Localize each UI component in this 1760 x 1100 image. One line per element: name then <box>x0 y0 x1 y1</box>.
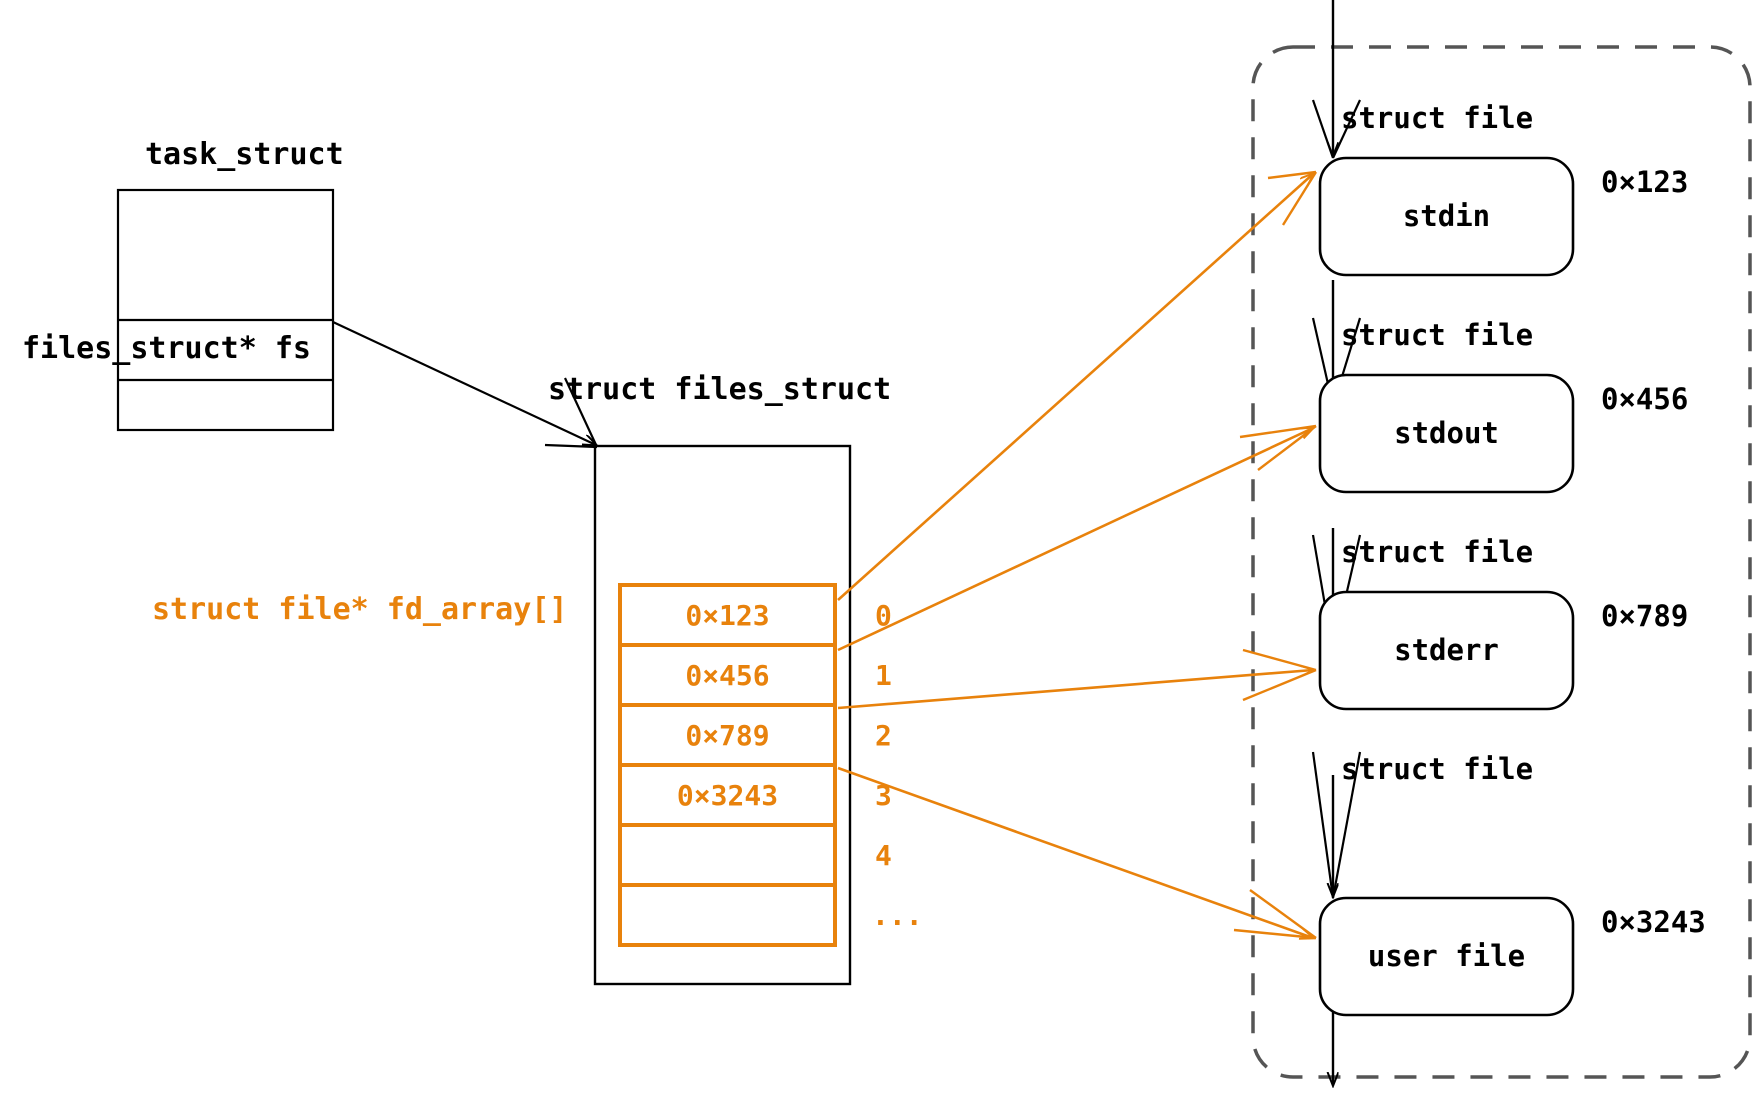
fd-array-index-1: 1 <box>875 659 892 692</box>
struct-file-address-0: 0×123 <box>1601 165 1689 199</box>
task-struct-title: task_struct <box>145 137 344 172</box>
fd-pointer-arrows <box>837 170 1318 938</box>
struct-file-address-1: 0×456 <box>1601 382 1689 416</box>
fd-array-index-4: 4 <box>875 839 892 872</box>
fd-array-index-2: 2 <box>875 719 892 752</box>
task-struct-field-files-struct-ptr: files_struct* fs <box>22 331 311 366</box>
task-struct-box <box>116 188 335 432</box>
fd-array-index-3: 3 <box>875 779 892 812</box>
pointer-arrow-fd2 <box>837 670 1313 710</box>
pointer-arrow-fd0 <box>837 174 1313 601</box>
fd-array-index-5: ... <box>872 899 923 932</box>
struct-file-address-2: 0×789 <box>1601 599 1689 633</box>
struct-file-name-0: stdin <box>1402 199 1491 233</box>
fd-array-label: struct file* fd_array[] <box>152 592 568 627</box>
struct-file-name-3: user file <box>1367 939 1526 973</box>
pointer-arrow-fd1 <box>837 428 1313 652</box>
struct-file-name-1: stdout <box>1394 416 1499 450</box>
struct-file-label-2: struct file <box>1341 535 1534 569</box>
fd-array-cell-value-2[interactable]: 0×789 <box>685 719 770 752</box>
fd-array-cell-value-1[interactable]: 0×456 <box>685 659 770 692</box>
struct-file-label-1: struct file <box>1341 318 1534 352</box>
files-struct-title: struct files_struct <box>548 372 892 407</box>
struct-file-label-0: struct file <box>1341 101 1534 135</box>
fd-array-cell-value-0[interactable]: 0×123 <box>685 599 770 632</box>
files-struct-box <box>593 444 852 986</box>
struct-file-name-2: stderr <box>1394 633 1499 667</box>
fd-array-cell-value-3[interactable]: 0×3243 <box>676 779 779 812</box>
fd-array-index-0: 0 <box>875 599 892 632</box>
fd-array-table <box>618 583 837 947</box>
struct-file-label-3: struct file <box>1341 752 1534 786</box>
struct-file-boxes <box>1318 156 1575 1017</box>
struct-file-address-3: 0×3243 <box>1601 905 1706 939</box>
